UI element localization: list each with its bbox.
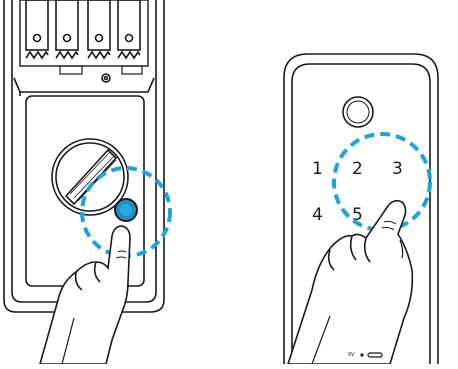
battery-1 — [25, 0, 49, 60]
key-2: 2 — [352, 159, 363, 179]
key-3: 3 — [392, 159, 403, 179]
fingerprint-sensor — [342, 96, 374, 128]
right-highlight-circle — [332, 132, 432, 232]
keypad-housing-outline — [283, 53, 439, 364]
battery-contact-label: 9V — [348, 352, 383, 358]
thumb-turn — [51, 138, 129, 216]
battery-cover-edge — [13, 77, 155, 93]
nine-volt-label: 9V — [348, 352, 355, 358]
battery-compartment — [19, 0, 149, 83]
left-hand — [38, 225, 131, 365]
battery-4 — [117, 0, 141, 60]
right-hand — [286, 199, 414, 365]
keypad-housing-inner — [291, 63, 431, 364]
key-4: 4 — [312, 205, 323, 225]
battery-3 — [87, 0, 111, 60]
battery-2 — [55, 0, 79, 60]
key-1: 1 — [312, 159, 323, 179]
interior-housing-inner — [11, 0, 157, 303]
keypad-panel — [283, 53, 439, 364]
key-5: 5 — [352, 205, 363, 225]
interior-lock-panel — [3, 0, 165, 313]
